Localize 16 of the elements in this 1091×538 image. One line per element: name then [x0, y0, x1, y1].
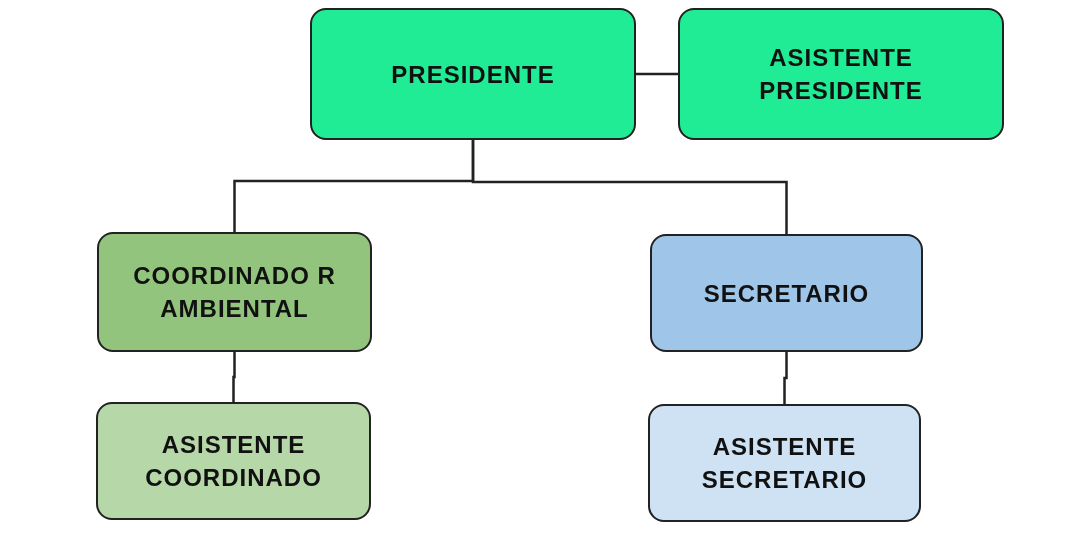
role-label: ASISTENTE PRESIDENTE — [758, 43, 924, 106]
role-label: ASISTENTE COORDINADO — [144, 430, 323, 493]
connector-line — [783, 352, 788, 404]
org-box — [650, 234, 923, 352]
org-box — [310, 8, 636, 140]
org-box — [648, 404, 921, 522]
role-label: PRESIDENTE — [390, 59, 556, 90]
connector-line — [636, 72, 678, 76]
connector-line — [232, 352, 236, 402]
org-box — [97, 232, 372, 352]
role-label: ASISTENTE SECRETARIO — [700, 432, 869, 495]
role-label: COORDINADO R AMBIENTAL — [132, 261, 337, 324]
role-label: SECRETARIO — [702, 278, 871, 309]
org-box — [96, 402, 371, 520]
connector-line — [471, 140, 788, 234]
org-box — [678, 8, 1004, 140]
